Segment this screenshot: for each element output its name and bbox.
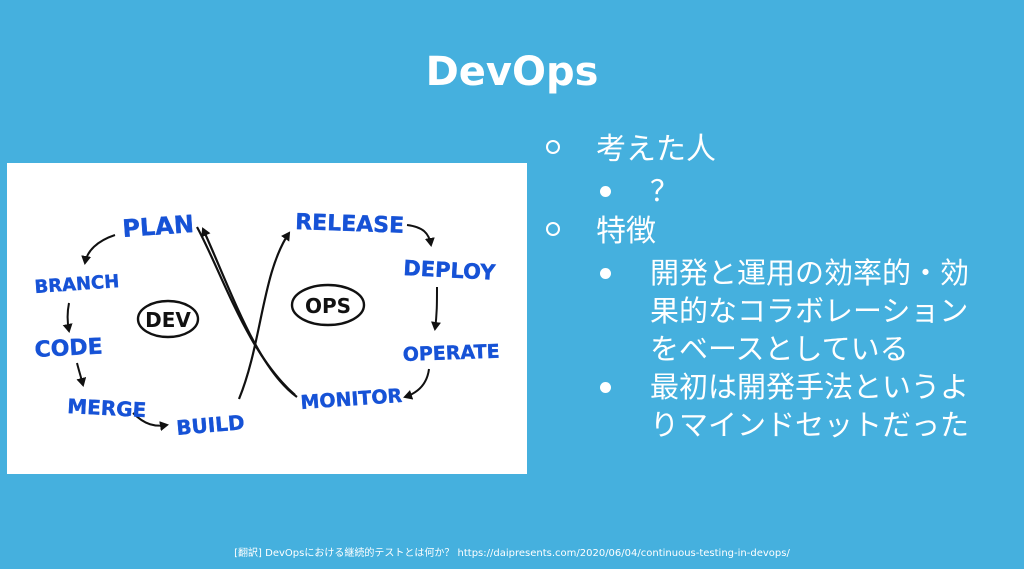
arrow-plan-branch [81,234,116,265]
sub-bullet-mindset: 最初は開発手法というよりマインドセットだった [540,368,1010,444]
arrow-code-merge [76,362,87,387]
stage-merge: MERGE [67,394,147,422]
filled-circle-bullet-icon [600,268,611,279]
bullet-text: 考えた人 [596,132,716,167]
stage-code: CODE [34,334,103,363]
source-citation: [翻訳] DevOpsにおける継続的テストとは何か？ https://daipr… [234,548,790,559]
loop-arrow-to-plan [201,227,298,398]
sub-bullet-text: ？ [650,174,680,208]
ops-label: OPS [305,294,351,318]
stage-plan: PLAN [121,210,194,243]
stage-branch: BRANCH [34,271,120,298]
loop-stroke-plan [196,226,296,396]
dev-label: DEV [145,308,191,332]
hollow-circle-bullet-icon [546,222,560,236]
devops-diagram: DEV OPS PLAN BRANCH CODE MERGE BUILD REL… [7,163,527,474]
arrow-release-deploy [406,224,435,247]
dev-ellipse [136,299,200,339]
hollow-circle-bullet-icon [546,140,560,154]
arrow-merge-build [132,412,169,432]
sub-bullet-unknown: ？ [540,172,1010,210]
arrow-operate-monitor [403,368,430,400]
filled-circle-bullet-icon [600,382,611,393]
sub-bullet-collaboration: 開発と運用の効率的・効果的なコラボレーションをベースとしている [540,254,1010,368]
arrow-branch-code [62,302,73,333]
stage-operate: OPERATE [402,341,500,366]
filled-circle-bullet-icon [600,186,611,197]
stage-release: RELEASE [295,210,405,239]
loop-stroke-build [237,231,291,400]
arrow-deploy-operate [431,286,441,331]
sub-bullet-text: 最初は開発手法というよりマインドセットだった [650,370,970,442]
bullet-features: 特徴 [540,210,1010,254]
sub-bullet-text: 開発と運用の効率的・効果的なコラボレーションをベースとしている [650,256,970,366]
ops-ellipse [290,283,366,327]
stage-deploy: DEPLOY [403,256,497,285]
bullet-inventor: 考えた人 [540,128,1010,172]
stage-build: BUILD [175,410,245,440]
bullet-text: 特徴 [596,214,656,249]
slide-title: DevOps [425,49,599,95]
stage-monitor: MONITOR [300,385,403,414]
bullet-list: 考えた人 ？ 特徴 開発と運用の効率的・効果的なコラボレーションをベースとしてい… [540,128,1010,444]
